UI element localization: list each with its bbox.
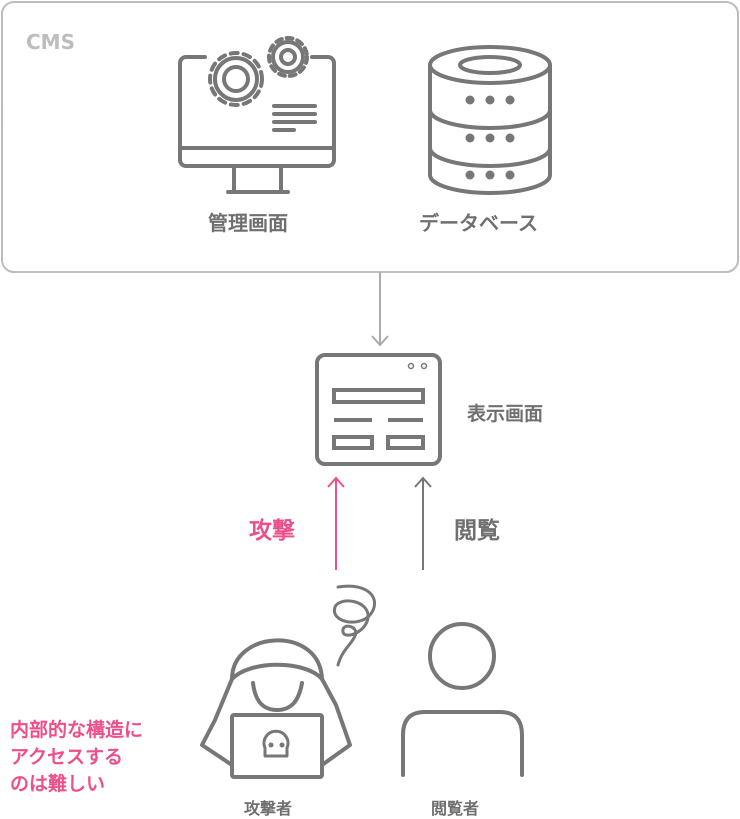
attack-arrow [327, 476, 345, 570]
cms-box [1, 1, 739, 273]
admin-monitor-icon [178, 36, 336, 194]
attacker-label: 攻撃者 [244, 799, 293, 818]
hacker-icon [200, 638, 352, 779]
browse-label: 閲覧 [454, 518, 500, 544]
note-line: アクセスする [10, 746, 124, 768]
browser-window-icon [315, 353, 442, 466]
database-icon [428, 45, 552, 195]
cms-label: CMS [26, 30, 75, 54]
display-label: 表示画面 [467, 403, 544, 425]
attack-label: 攻撃 [249, 518, 295, 544]
cms-to-display-arrow [371, 272, 389, 347]
difficulty-note: 内部的な構造に アクセスする のは難しい [10, 717, 143, 798]
database-label: データベース [419, 211, 538, 235]
note-line: のは難しい [10, 773, 106, 795]
viewer-icon [401, 622, 524, 777]
browse-arrow [414, 476, 432, 570]
note-line: 内部的な構造に [10, 719, 144, 741]
admin-label: 管理画面 [208, 211, 288, 235]
confused-spiral-icon [333, 584, 376, 667]
viewer-label: 閲覧者 [431, 799, 480, 818]
